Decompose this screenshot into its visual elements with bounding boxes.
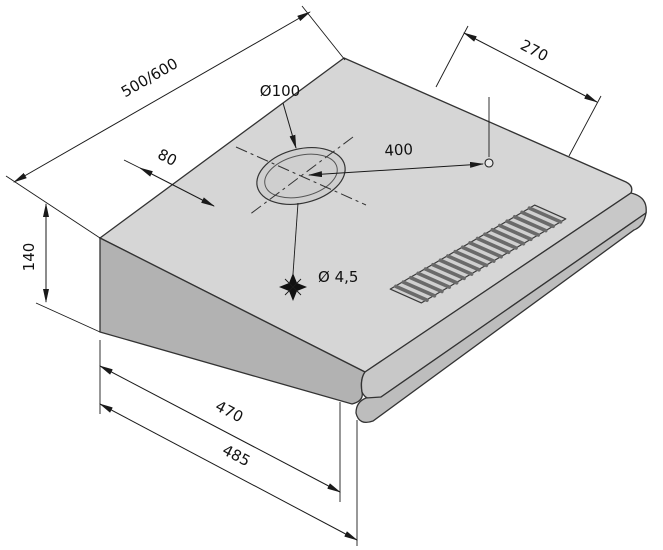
dim-width-ext-top: [301, 5, 346, 61]
dim-width-label: 500/600: [118, 54, 181, 101]
vent-diameter-label: Ø100: [260, 82, 300, 100]
grille-rib: [527, 206, 563, 224]
vent-grille-ribs: [393, 206, 563, 303]
dim-hole-offset-ext: [123, 159, 141, 169]
dim-width-line: [13, 11, 311, 183]
dim-width-ext-bottom: [5, 175, 101, 239]
hood-front-lip: [355, 211, 647, 424]
dim-bottom-outer: 485: [99, 403, 358, 546]
mount-hole-diameter-label: Ø 4,5: [318, 268, 358, 286]
dim-front-height-ext-bottom: [35, 302, 101, 333]
grille-rib: [468, 241, 504, 259]
grille-rib: [401, 280, 437, 298]
grille-rib: [497, 223, 533, 242]
grille-rib: [416, 271, 452, 289]
grille-rib: [445, 254, 481, 272]
grille-rib: [438, 258, 474, 276]
dim-front-height-label: 140: [20, 243, 38, 272]
grille-rib: [475, 236, 511, 255]
dim-front-height: 140: [20, 203, 101, 333]
dim-depth-top-ext-right: [568, 95, 602, 157]
dim-hole-spacing: 400: [308, 140, 484, 178]
vent-diameter-leader: [282, 102, 297, 149]
grille-rib: [483, 232, 518, 250]
grille-rib: [505, 219, 541, 237]
dim-bottom-outer-line: [99, 403, 358, 541]
grille-rib: [490, 228, 526, 246]
mounting-holes: [279, 97, 494, 301]
dim-hole-spacing-label: 400: [384, 140, 414, 160]
grille-rib: [393, 284, 429, 303]
grille-rib: [512, 215, 548, 233]
dim-depth-top-ext-left: [435, 25, 469, 88]
dim-depth-top-label: 270: [517, 36, 551, 65]
dim-depth-top-line: [463, 32, 598, 103]
mount-hole-connector-line: [292, 202, 299, 275]
rear-mount-hole: [484, 158, 494, 168]
dim-hole-spacing-line: [308, 161, 484, 178]
grille-rib: [460, 245, 496, 263]
grille-rib: [423, 267, 459, 285]
dim-hole-offset-label: 80: [155, 145, 180, 170]
dim-bottom-inner-label: 470: [212, 397, 246, 426]
dim-hole-offset-line: [139, 167, 215, 207]
grille-rib: [408, 275, 444, 294]
hood-body: [98, 57, 647, 424]
grille-rib: [453, 249, 489, 268]
dim-vent-diameter: Ø100: [260, 82, 300, 149]
grille-rib: [520, 210, 556, 229]
vent-grille: [389, 204, 567, 304]
grille-rib: [431, 262, 466, 281]
dim-bottom-outer-label: 485: [219, 441, 253, 470]
mount-hole-star-cross-2: [284, 278, 302, 296]
